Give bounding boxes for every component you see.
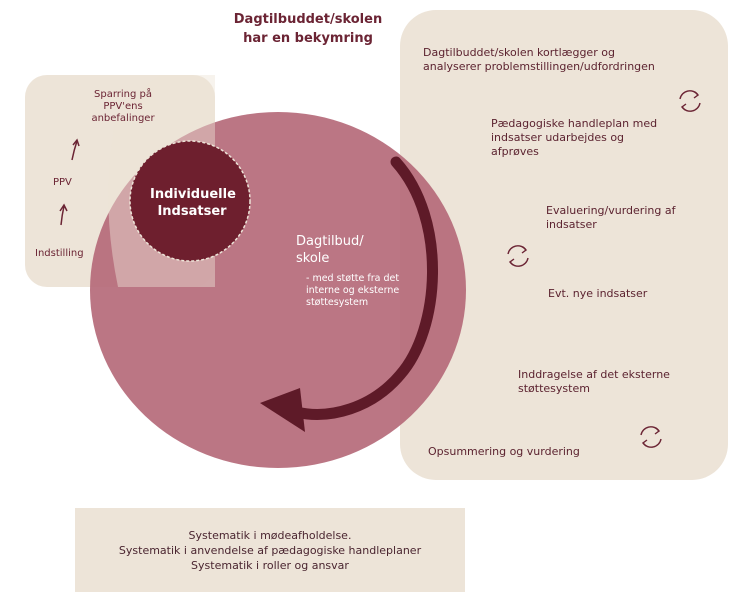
systematics-line: Systematik i mødeafholdelse. [188,529,352,542]
step-external-support: Inddragelse af det eksterne støttesystem [518,368,670,395]
indstilling-label: Indstilling [35,248,84,259]
systematics-line: Systematik i anvendelse af pædagogiske h… [118,544,422,557]
step-action-plan: Pædagogiske handleplan med indsatser uda… [491,117,658,158]
refresh-cycle-icon [679,90,701,112]
cycle-arrow-body [290,156,438,420]
sparring-label: Sparring på PPV'ens anbefalinger [91,89,155,124]
step-evaluation: Evaluering/vurdering af indsatser [546,204,676,231]
diagram-title: Dagtilbuddet/skolen har en bekymring [233,12,383,46]
school-label: Dagtilbud/ skole [296,234,364,266]
systematics-box [75,508,465,592]
up-arrow-icon [59,203,68,226]
individual-efforts-circle [129,140,251,262]
refresh-cycle-icon [507,245,529,267]
step-summary: Opsummering og vurdering [428,445,580,458]
cycle-arrow-head [260,388,305,432]
support-system-label: - med støtte fra det interne og eksterne… [306,273,400,308]
step-new-efforts: Evt. nye indsatser [548,287,648,300]
ppv-label: PPV [53,177,72,188]
step-mapping: Dagtilbuddet/skolen kortlægger og analys… [423,46,655,73]
systematics-text: Systematik i mødeafholdelse. Systematik … [75,528,465,573]
individual-efforts-label: Individuelle Indsatser [150,187,236,219]
up-arrow-icon [71,138,80,161]
systematics-line: Systematik i roller og ansvar [191,559,349,572]
refresh-cycle-icon [640,426,662,448]
